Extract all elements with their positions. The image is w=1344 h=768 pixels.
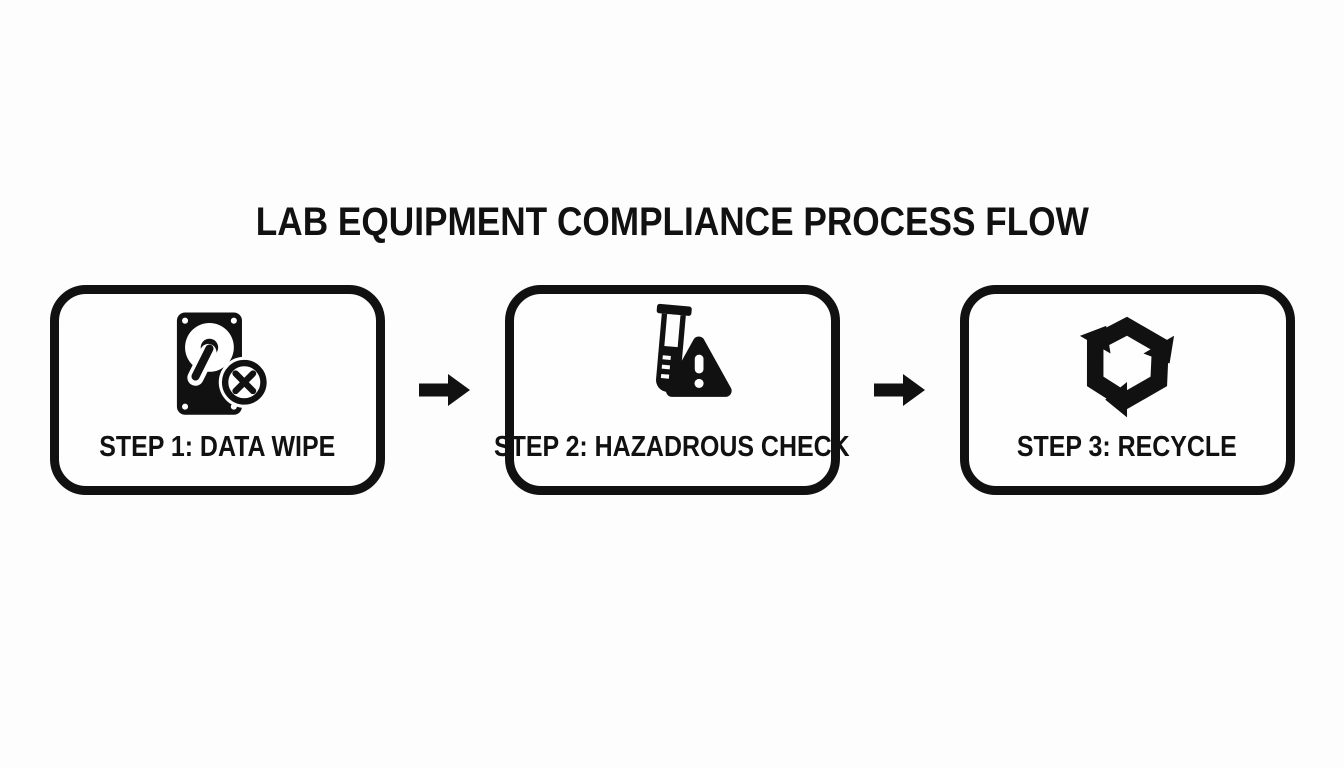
step-3-icon-wrap	[1059, 289, 1195, 431]
diagram-title: LAB EQUIPMENT COMPLIANCE PROCESS FLOW	[0, 200, 1344, 245]
step-box-3: STEP 3: RECYCLE	[959, 285, 1295, 495]
step-box-2: STEP 2: HAZADROUS CHECK	[494, 285, 850, 495]
flow-connector-2	[873, 371, 926, 409]
test-tube-hazard-warning-icon	[605, 297, 739, 431]
step-3-label: STEP 3: RECYCLE	[1017, 431, 1237, 463]
step-1-icon-wrap	[156, 294, 278, 431]
hard-drive-data-wipe-icon	[156, 302, 278, 430]
process-flow: STEP 1: DATA WIPE	[0, 285, 1344, 495]
step-1-label: STEP 1: DATA WIPE	[98, 431, 336, 463]
diagram-title-text: LAB EQUIPMENT COMPLIANCE PROCESS FLOW	[255, 200, 1089, 244]
flow-connector-1	[418, 371, 471, 409]
step-box-1: STEP 1: DATA WIPE	[49, 285, 385, 495]
right-arrow-icon	[873, 371, 926, 409]
step-2-icon-wrap	[605, 291, 739, 431]
recycle-arrows-icon	[1059, 295, 1195, 431]
step-2-label: STEP 2: HAZADROUS CHECK	[494, 431, 850, 463]
right-arrow-icon	[418, 371, 471, 409]
